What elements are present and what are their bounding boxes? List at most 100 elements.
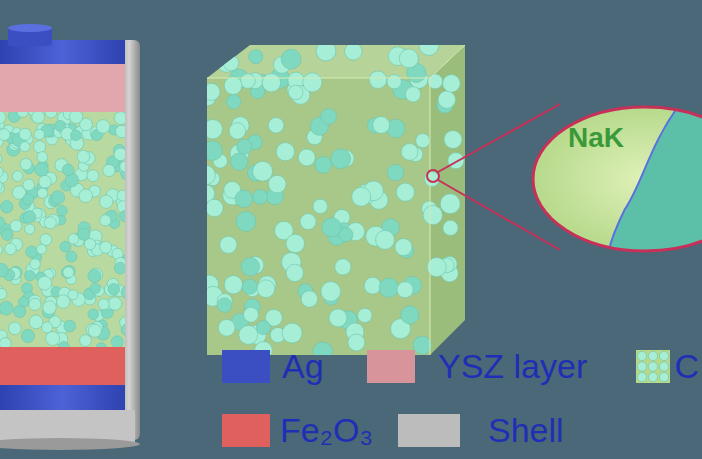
particle (236, 212, 256, 232)
legend-swatch (222, 414, 270, 447)
particle (282, 323, 302, 343)
particle (223, 55, 239, 71)
particle (218, 319, 235, 336)
legend-label: Fe₂O₃ (280, 410, 373, 450)
particle (25, 270, 36, 281)
legend-swatch (222, 350, 270, 383)
particle (257, 280, 275, 298)
particle (108, 297, 121, 310)
particle (88, 269, 101, 282)
particle (256, 321, 270, 335)
particle (98, 299, 109, 310)
particle (12, 171, 23, 182)
particle (242, 279, 257, 294)
particle (301, 291, 318, 308)
particle (35, 163, 49, 177)
particle (14, 305, 26, 317)
legend-label: C (674, 346, 699, 386)
particle (119, 211, 125, 222)
particle (298, 149, 315, 166)
particle (387, 75, 401, 89)
particle (120, 161, 125, 172)
particle (100, 241, 112, 253)
particle (253, 189, 268, 204)
particle (100, 195, 113, 208)
particle (111, 336, 123, 347)
particle (121, 286, 125, 299)
particle (0, 244, 2, 256)
particle (57, 295, 70, 308)
particle (0, 288, 7, 299)
particle (443, 220, 458, 235)
particle (79, 189, 93, 203)
particle (413, 336, 431, 354)
particle (244, 307, 259, 322)
particle (206, 199, 224, 217)
particle (399, 49, 418, 68)
particle (235, 190, 252, 207)
particle (397, 282, 413, 298)
particle (224, 276, 242, 294)
particle (88, 324, 101, 337)
particle (376, 230, 395, 249)
particle (286, 234, 305, 253)
particle (121, 324, 125, 336)
particle (387, 164, 403, 180)
particle (196, 165, 216, 185)
particle (229, 123, 246, 140)
particle (286, 264, 303, 281)
particle (62, 164, 74, 176)
particle (23, 211, 35, 223)
particle (239, 325, 258, 344)
particle (203, 83, 220, 100)
particle (448, 153, 464, 169)
particle (0, 179, 2, 193)
particle (227, 95, 241, 109)
particle (281, 49, 301, 69)
particle (32, 112, 45, 123)
particle (87, 170, 99, 182)
particle (401, 306, 419, 324)
particle (416, 134, 430, 148)
particle (20, 158, 32, 170)
particle (396, 183, 414, 201)
particle (42, 322, 53, 333)
particle (395, 239, 412, 256)
particle (288, 85, 303, 100)
particle (315, 157, 332, 174)
particle (268, 118, 284, 134)
particle (440, 194, 460, 214)
particle (57, 206, 67, 216)
particle (30, 259, 41, 270)
particle (220, 236, 237, 253)
particle (37, 152, 48, 163)
legend-swatch (636, 350, 670, 383)
particle (26, 246, 38, 258)
particle (237, 139, 252, 154)
particle (203, 141, 223, 161)
particle (58, 342, 69, 347)
legend-label: Ag (282, 346, 324, 386)
particle (217, 298, 232, 313)
particle (203, 120, 222, 139)
particle (348, 334, 365, 351)
particle (300, 214, 316, 230)
particle (116, 125, 125, 137)
particle (39, 175, 52, 188)
particle (38, 276, 52, 290)
particle (29, 315, 43, 329)
particle (321, 109, 337, 125)
particle (0, 153, 2, 166)
particle (114, 148, 125, 161)
particle (313, 199, 328, 214)
particle (10, 220, 22, 232)
particle (240, 74, 255, 89)
particle (329, 309, 347, 327)
region-label: NaK (568, 122, 624, 154)
particle (103, 164, 115, 176)
particle (241, 258, 259, 276)
particle (37, 188, 47, 198)
particle (276, 143, 294, 161)
particle (23, 194, 34, 205)
particle (352, 187, 371, 206)
